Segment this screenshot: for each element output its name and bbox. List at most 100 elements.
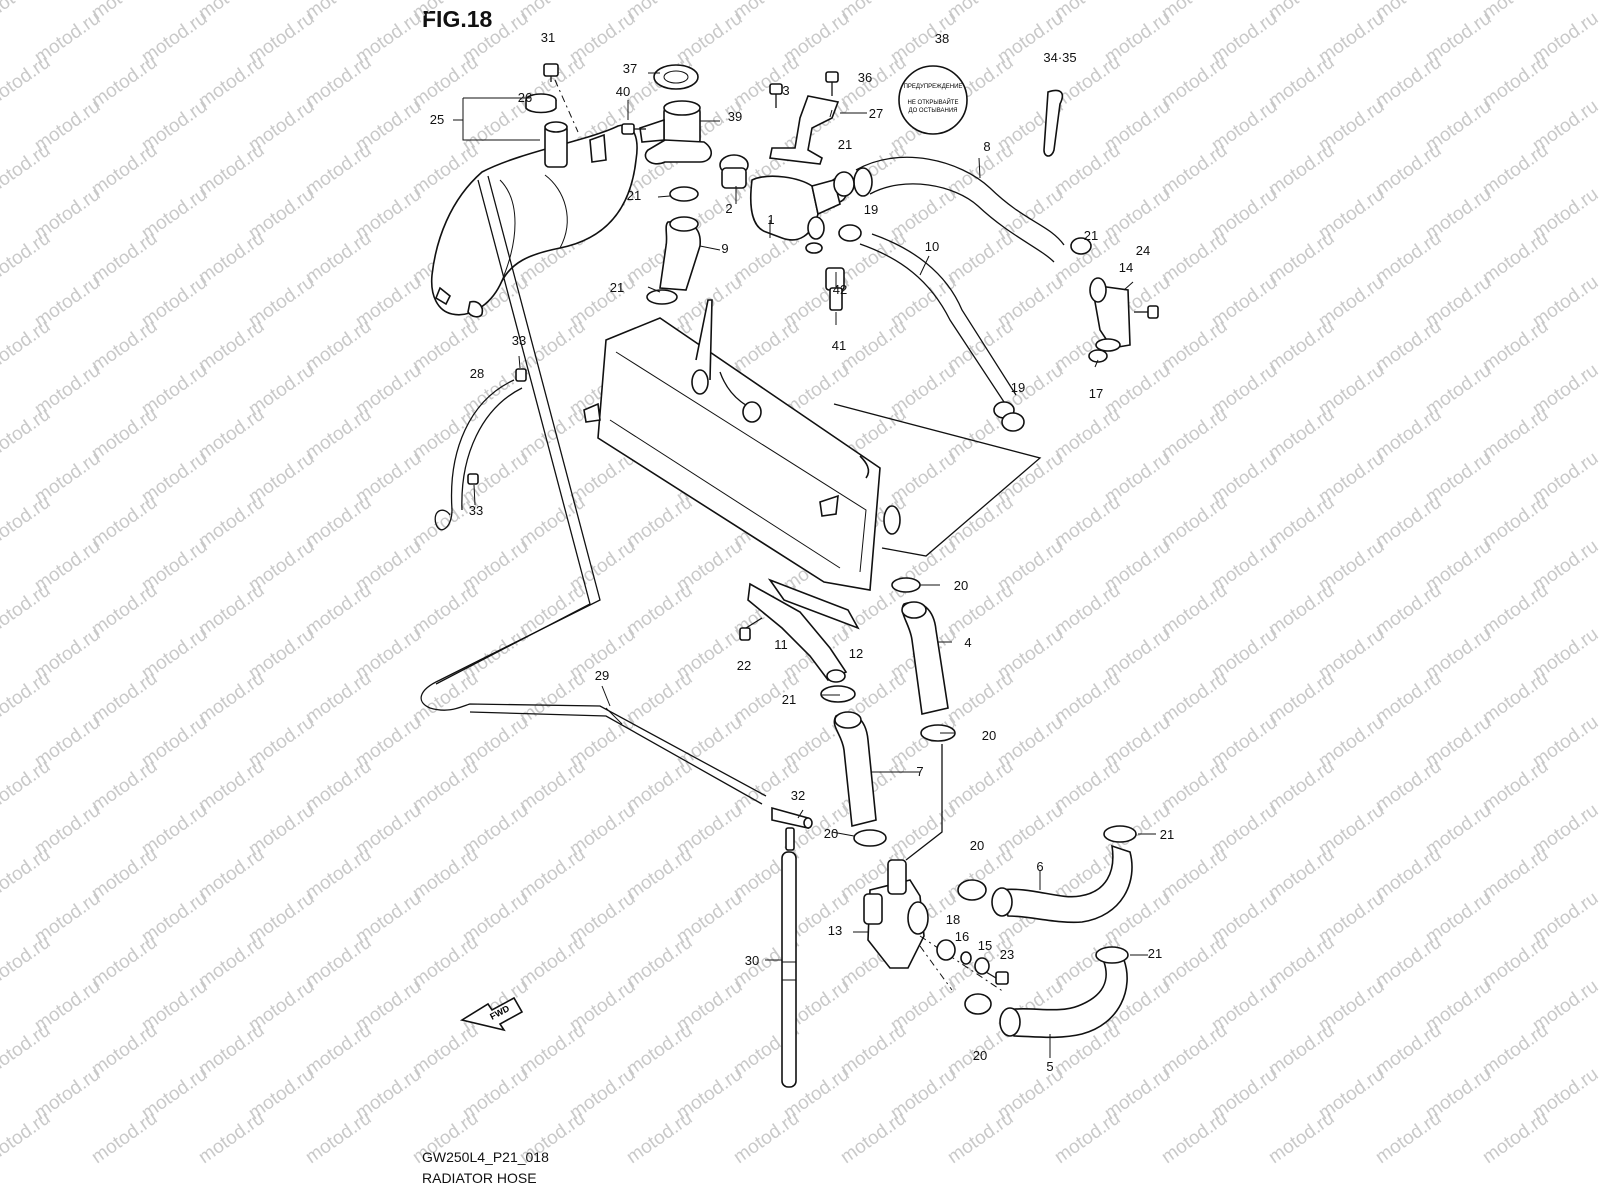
part-callout: 27 — [869, 106, 883, 121]
watermark-text: motod.ru — [1051, 1108, 1124, 1168]
hose-30 — [781, 851, 797, 1088]
part-callout: 34·35 — [1043, 50, 1076, 65]
watermark-text: motod.ru — [195, 228, 268, 288]
watermark-text: motod.ru — [88, 52, 161, 112]
part-callout: 28 — [470, 366, 484, 381]
part-callout: 36 — [858, 70, 872, 85]
watermark-text: motod.ru — [1265, 668, 1338, 728]
watermark-text: motod.ru — [944, 228, 1017, 288]
part-callout: 21 — [1084, 228, 1098, 243]
watermark-text: motod.ru — [88, 1020, 161, 1080]
watermark-text: motod.ru — [1372, 1108, 1445, 1168]
watermark-text: motod.ru — [1051, 756, 1124, 816]
watermark-text: motod.ru — [623, 580, 696, 640]
part-callout: 41 — [832, 338, 846, 353]
hose-9 — [659, 216, 701, 291]
water-pipe — [747, 578, 860, 683]
watermark-text: motod.ru — [409, 932, 482, 992]
watermark-text: motod.ru — [623, 1108, 696, 1168]
watermark-text: motod.ru — [516, 756, 589, 816]
watermark-text: motod.ru — [1479, 1108, 1552, 1168]
watermark-text: motod.ru — [1372, 404, 1445, 464]
watermark-text: motod.ru — [0, 1020, 54, 1080]
thermo-switch — [805, 242, 845, 311]
clamp-20 — [920, 724, 956, 742]
watermark-text: motod.ru — [0, 404, 54, 464]
watermark-text: motod.ru — [1158, 1108, 1231, 1168]
watermark-text: motod.ru — [88, 756, 161, 816]
watermark-text: motod.ru — [516, 844, 589, 904]
watermark-text: motod.ru — [516, 668, 589, 728]
cap-line-2: ДО ОСТЫВАНИЯ — [909, 108, 958, 114]
part-callout: 26 — [518, 90, 532, 105]
watermark-text: motod.ru — [730, 756, 803, 816]
watermark-text: motod.ru — [1372, 228, 1445, 288]
watermark-text: motod.ru — [409, 404, 482, 464]
watermark-text: motod.ru — [195, 492, 268, 552]
watermark-text: motod.ru — [88, 844, 161, 904]
watermark-text: motod.ru — [195, 756, 268, 816]
watermark-text: motod.ru — [1479, 316, 1552, 376]
part-callout: 22 — [737, 658, 751, 673]
watermark-text: motod.ru — [409, 844, 482, 904]
watermark-text: motod.ru — [1265, 316, 1338, 376]
part-callout: 17 — [1089, 386, 1103, 401]
cable-tie — [1043, 89, 1064, 157]
watermark-text: motod.ru — [516, 932, 589, 992]
watermark-text: motod.ru — [837, 1020, 910, 1080]
watermark-text: motod.ru — [0, 1108, 54, 1168]
bolt-23 — [985, 971, 1009, 985]
watermark-text: motod.ru — [1265, 844, 1338, 904]
watermark-text: motod.ru — [1265, 228, 1338, 288]
watermark-text: motod.ru — [302, 492, 375, 552]
watermark-text: motod.ru — [88, 316, 161, 376]
part-callout: 29 — [595, 668, 609, 683]
watermark-text: motod.ru — [302, 228, 375, 288]
watermark-text: motod.ru — [88, 228, 161, 288]
clamp — [1070, 237, 1092, 255]
figure-title: FIG.18 — [422, 6, 493, 32]
watermark-text: motod.ru — [0, 932, 54, 992]
part-callout: 24 — [1136, 243, 1150, 258]
part-callout: 21 — [627, 188, 641, 203]
watermark-text: motod.ru — [516, 404, 589, 464]
bolt-22 — [739, 617, 763, 641]
part-callout: 32 — [791, 788, 805, 803]
watermark-text: motod.ru — [1265, 1108, 1338, 1168]
watermark-text: motod.ru — [302, 404, 375, 464]
reservoir-cap — [525, 93, 557, 114]
watermark-text: motod.ru — [302, 580, 375, 640]
watermark-text: motod.ru — [1479, 1020, 1552, 1080]
watermark-text: motod.ru — [1265, 52, 1338, 112]
watermark-text: motod.ru — [1265, 404, 1338, 464]
part-callout: 13 — [828, 923, 842, 938]
bracket — [769, 95, 840, 165]
clamp-20 — [964, 993, 992, 1015]
watermark-text: motod.ru — [623, 668, 696, 728]
part-callout: 10 — [925, 239, 939, 254]
watermark-text: motod.ru — [944, 756, 1017, 816]
thermostat — [719, 154, 749, 189]
fwd-arrow-icon: FWD — [459, 996, 524, 1032]
watermark-text: motod.ru — [623, 932, 696, 992]
watermark-text: motod.ru — [1372, 316, 1445, 376]
part-callout: 2 — [725, 201, 732, 216]
watermark-text: motod.ru — [195, 580, 268, 640]
part-callout: 21 — [610, 280, 624, 295]
clamp-19 — [1001, 412, 1025, 432]
watermark-text: motod.ru — [623, 492, 696, 552]
watermark-text: motod.ru — [516, 492, 589, 552]
watermark-text: motod.ru — [409, 756, 482, 816]
watermark-text: motod.ru — [195, 932, 268, 992]
watermark-text: motod.ru — [302, 756, 375, 816]
washer-15 — [974, 957, 990, 975]
bolt-31 — [543, 63, 559, 82]
watermark-text: motod.ru — [195, 316, 268, 376]
watermark-text: motod.ru — [302, 932, 375, 992]
part-callout: 3 — [782, 83, 789, 98]
watermark-text: motod.ru — [1372, 52, 1445, 112]
cap-heading: ПРЕДУПРЕЖДЕНИЕ — [904, 84, 963, 90]
watermark-text: motod.ru — [302, 1020, 375, 1080]
thermostat-case — [750, 175, 848, 241]
